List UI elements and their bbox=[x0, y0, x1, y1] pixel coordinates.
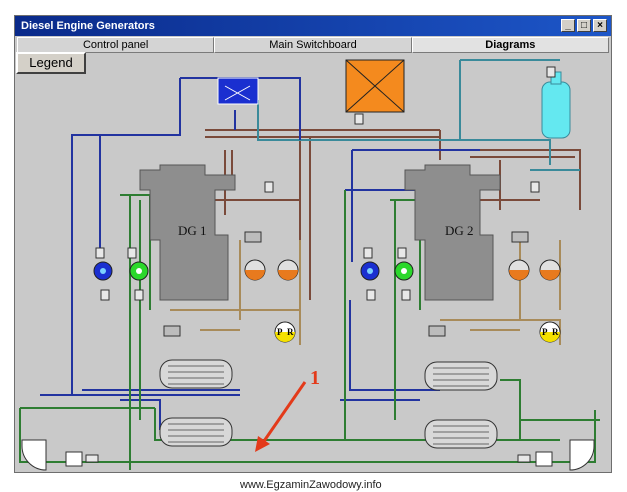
window-controls: _ □ × bbox=[561, 19, 607, 32]
dg2-label: DG 2 bbox=[445, 223, 474, 238]
expansion-tank bbox=[345, 59, 405, 113]
pump-r-label-1: R bbox=[287, 327, 294, 337]
tab-diagrams[interactable]: Diagrams bbox=[411, 37, 609, 53]
valves bbox=[65, 66, 556, 467]
pump-r-label-2: R bbox=[552, 327, 559, 337]
minimize-button[interactable]: _ bbox=[561, 19, 575, 32]
air-bottle bbox=[541, 71, 571, 139]
annotation-arrow: 1 bbox=[255, 367, 320, 452]
engine-dg2: DG 2 bbox=[404, 164, 501, 301]
dg1-label: DG 1 bbox=[178, 223, 207, 238]
annotation-number: 1 bbox=[310, 367, 320, 389]
heat-exchangers bbox=[159, 359, 498, 449]
maximize-button[interactable]: □ bbox=[577, 19, 591, 32]
tab-control-panel[interactable]: Control panel bbox=[17, 37, 215, 53]
app-window: Diesel Engine Generators _ □ × Control p… bbox=[14, 15, 612, 473]
pumps-dg2: P R bbox=[360, 259, 561, 343]
sump-tanks bbox=[21, 439, 595, 471]
source-caption: www.EgzaminZawodowy.info bbox=[240, 479, 382, 491]
pump-p-label-2: P bbox=[542, 327, 548, 337]
pumps-dg1: P R bbox=[93, 259, 299, 343]
fuel-day-tank bbox=[217, 77, 259, 105]
fuel-lines bbox=[40, 77, 480, 430]
tab-main-switchboard[interactable]: Main Switchboard bbox=[214, 37, 412, 53]
legend-button[interactable]: Legend bbox=[16, 52, 86, 74]
window-title: Diesel Engine Generators bbox=[21, 20, 155, 32]
close-button[interactable]: × bbox=[593, 19, 607, 32]
air-lines bbox=[257, 59, 580, 171]
tab-bar: Control panel Main Switchboard Diagrams bbox=[17, 37, 609, 53]
title-bar: Diesel Engine Generators _ □ × bbox=[15, 16, 611, 36]
engine-dg1: DG 1 bbox=[139, 164, 236, 301]
pump-p-label-1: P bbox=[277, 327, 283, 337]
